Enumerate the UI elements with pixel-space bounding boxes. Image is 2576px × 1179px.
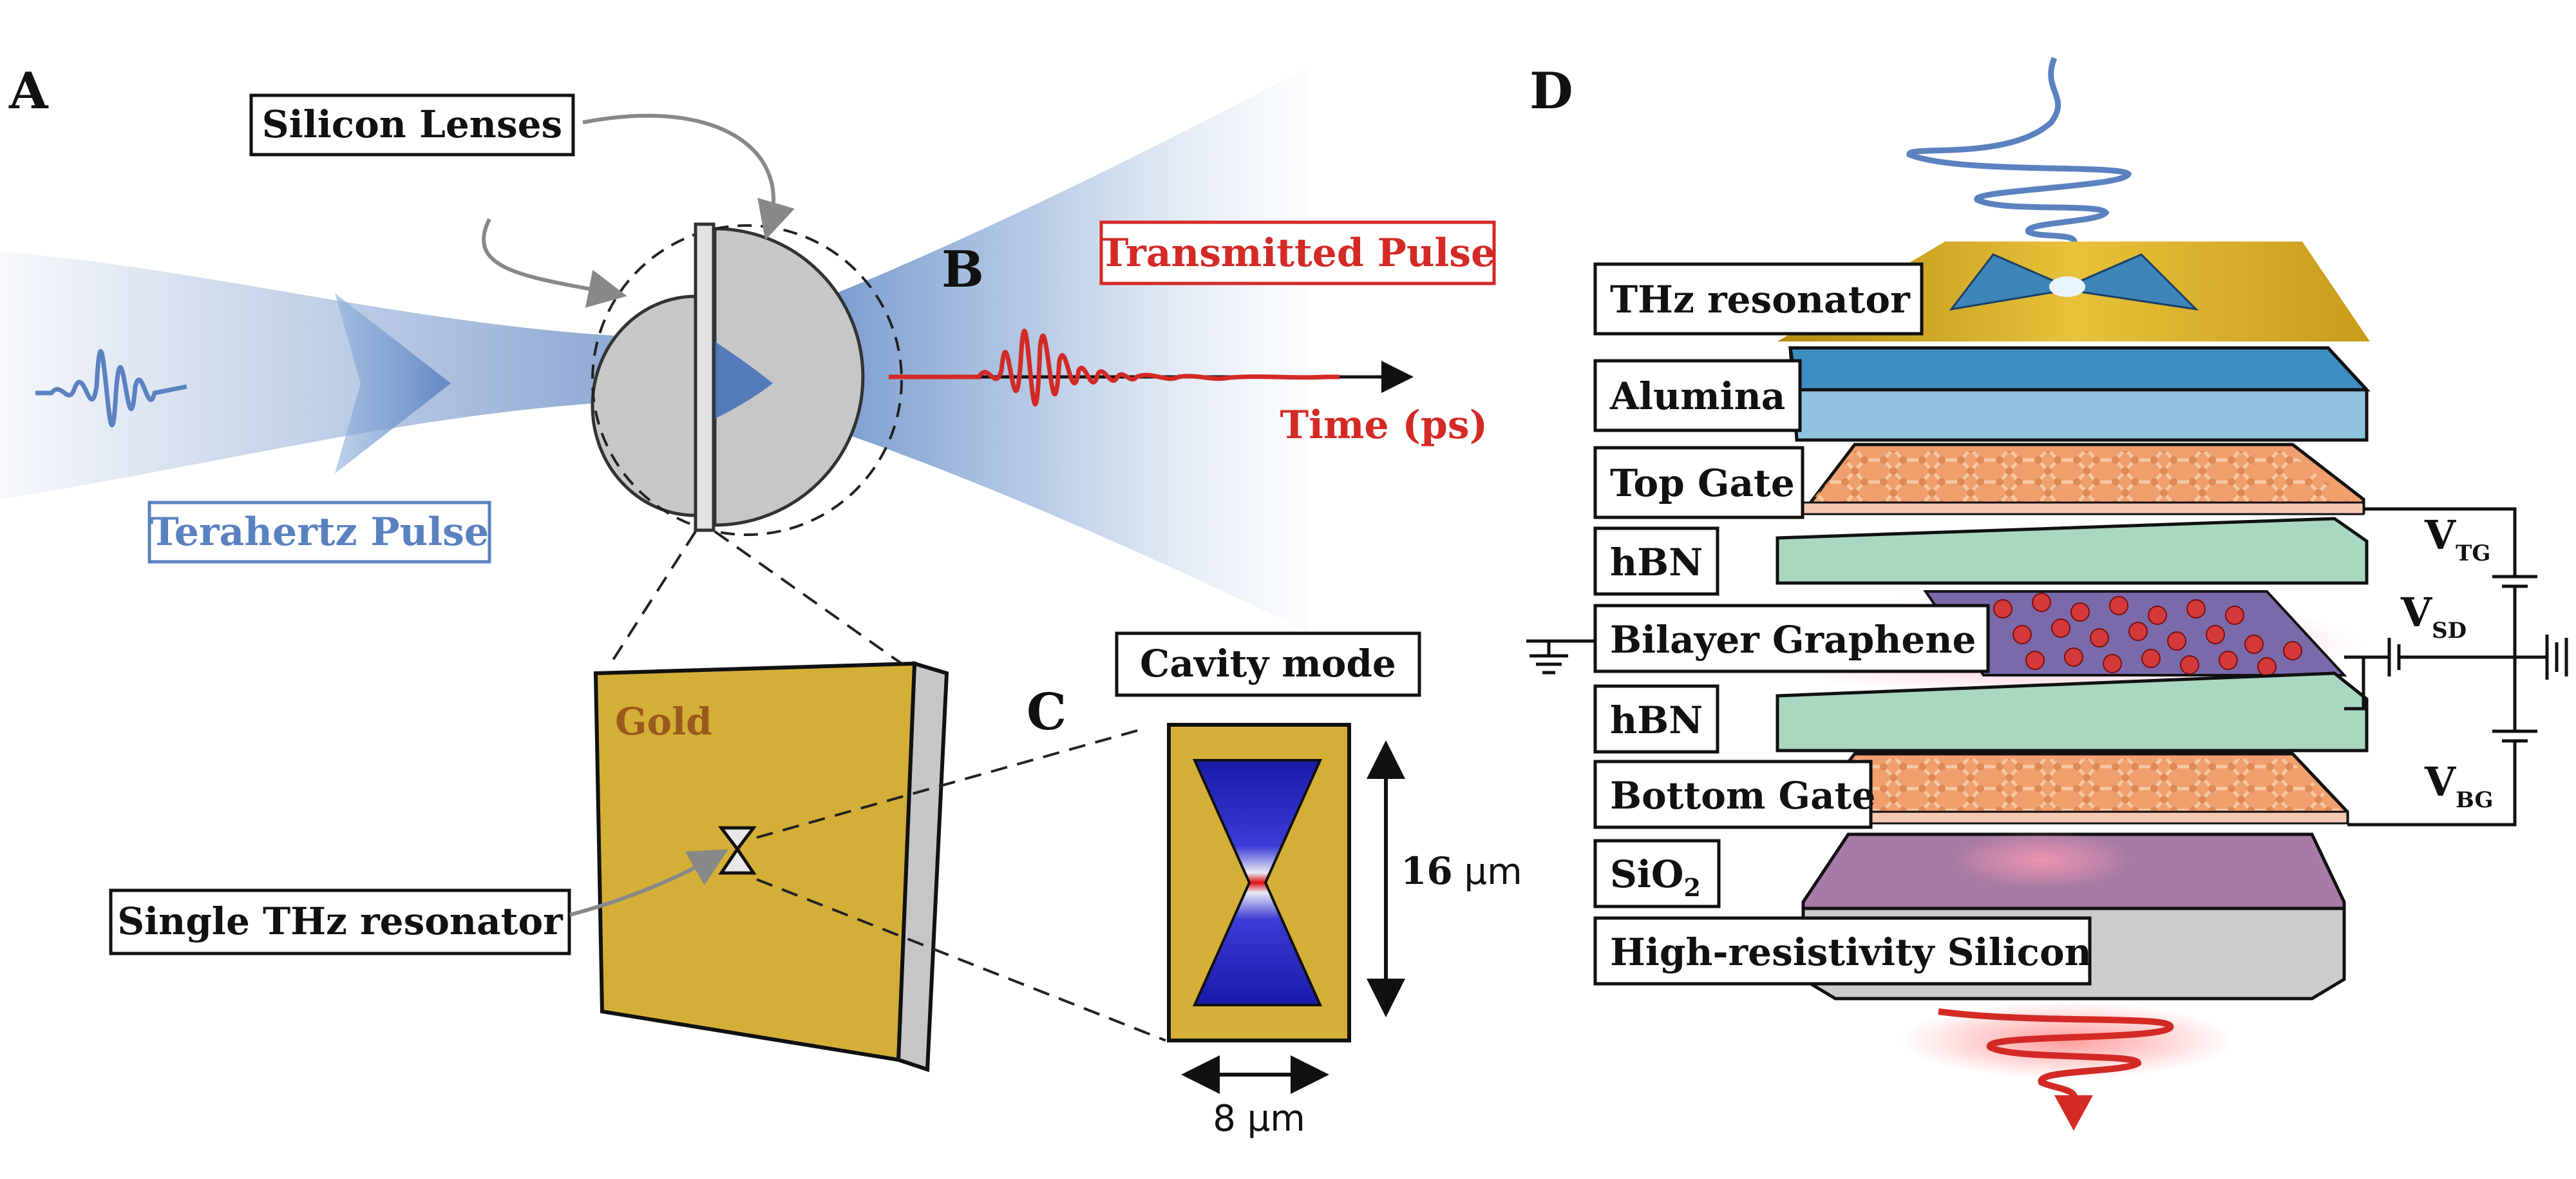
top-gate-edge (1802, 501, 2365, 515)
stack-labels: THz resonator Alumina Top Gate hBN Bilay… (1593, 262, 2092, 986)
label-bilayer-graphene: Bilayer Graphene (1610, 618, 1976, 662)
label-hbn-bottom: hBN (1610, 698, 1703, 742)
bias-circuit (1526, 507, 2568, 827)
focus-region (715, 341, 773, 419)
single-resonator-box (109, 888, 571, 955)
top-gate-lattice (1810, 451, 2351, 503)
panel-label-b: B (942, 240, 984, 299)
zoom-line-c-bottom (756, 878, 1166, 1042)
resonator-arrow (569, 849, 728, 917)
label-box-hbn-top (1593, 526, 1719, 596)
label-box-sio2 (1593, 839, 1721, 908)
label-hbn-top: hBN (1610, 541, 1703, 584)
cavity-mode-box (1115, 631, 1421, 697)
input-lens (591, 294, 697, 517)
label-silicon: High-resistivity Silicon (1610, 930, 2092, 974)
lens-outline-dashed (591, 224, 903, 536)
output-lens (713, 227, 865, 527)
hbn-top-layer (1776, 517, 2369, 585)
vsd-label: VSD (2400, 589, 2467, 644)
zoom-line-left (607, 530, 697, 668)
incoming-beam (0, 251, 683, 499)
silicon-lenses-box (249, 93, 575, 157)
bottom-gate-lattice (1810, 759, 2341, 810)
label-box-thz-resonator (1593, 262, 1924, 336)
resonator-hotspot (2049, 276, 2085, 297)
terahertz-pulse-label: Terahertz Pulse (150, 510, 489, 555)
label-top-gate: Top Gate (1610, 461, 1795, 505)
label-box-silicon (1593, 916, 2092, 986)
label-box-alumina (1593, 359, 1802, 432)
outgoing-beam (702, 68, 1307, 631)
terahertz-pulse-box (147, 501, 491, 564)
graphene-atoms (1993, 593, 2302, 676)
panel-label-a: A (8, 62, 49, 120)
thz-resonator-icon (717, 826, 757, 875)
vbg-label: VBG (2424, 758, 2494, 813)
time-axis-label: Time (ps) (1280, 403, 1488, 448)
transmitted-wave (1938, 1008, 2174, 1104)
lens-arrow-1 (482, 218, 627, 308)
incoming-pulse (35, 349, 187, 428)
bottom-gate-edge (1802, 810, 2349, 825)
vtg-label: VTG (2424, 512, 2490, 566)
height-dimension-label: 16 μm (1401, 849, 1522, 893)
panel-label-d: D (1530, 62, 1573, 120)
transmitted-waveform (889, 329, 1340, 407)
width-dimension-label: 8 μm (1213, 1098, 1305, 1140)
zoom-line-c-top (756, 727, 1147, 839)
label-box-hbn-bottom (1593, 684, 1719, 754)
hbn-bottom-layer (1776, 671, 2369, 752)
label-thz-resonator: THz resonator (1610, 278, 1911, 321)
label-bottom-gate: Bottom Gate (1610, 774, 1875, 818)
transmitted-arrowhead (2054, 1095, 2093, 1131)
gold-label: Gold (615, 700, 712, 743)
single-resonator-label: Single THz resonator (117, 899, 564, 943)
incident-thz-wave (1906, 57, 2132, 260)
beam-arrow (335, 293, 451, 474)
alumina-top (1788, 346, 2371, 392)
panel-label-c: C (1027, 683, 1066, 742)
sio2-glow (1951, 831, 2132, 889)
label-sio2: SiO2 (1610, 852, 1701, 902)
label-alumina: Alumina (1609, 374, 1785, 418)
cavity-mode-label: Cavity mode (1140, 642, 1396, 685)
transmitted-pulse-label: Transmitted Pulse (1100, 231, 1495, 276)
cavity-mode-field (1192, 759, 1323, 1006)
sample-substrate (694, 222, 715, 532)
label-box-bilayer-graphene (1593, 604, 1990, 673)
transmitted-pulse-box (1099, 220, 1496, 285)
lens-arrow-2 (582, 113, 795, 241)
silicon-lenses-label: Silicon Lenses (262, 102, 562, 146)
label-box-bottom-gate (1593, 760, 1873, 829)
label-box-top-gate (1593, 446, 1804, 519)
gold-slab-face (593, 661, 917, 1062)
zoom-line-right (714, 530, 903, 665)
